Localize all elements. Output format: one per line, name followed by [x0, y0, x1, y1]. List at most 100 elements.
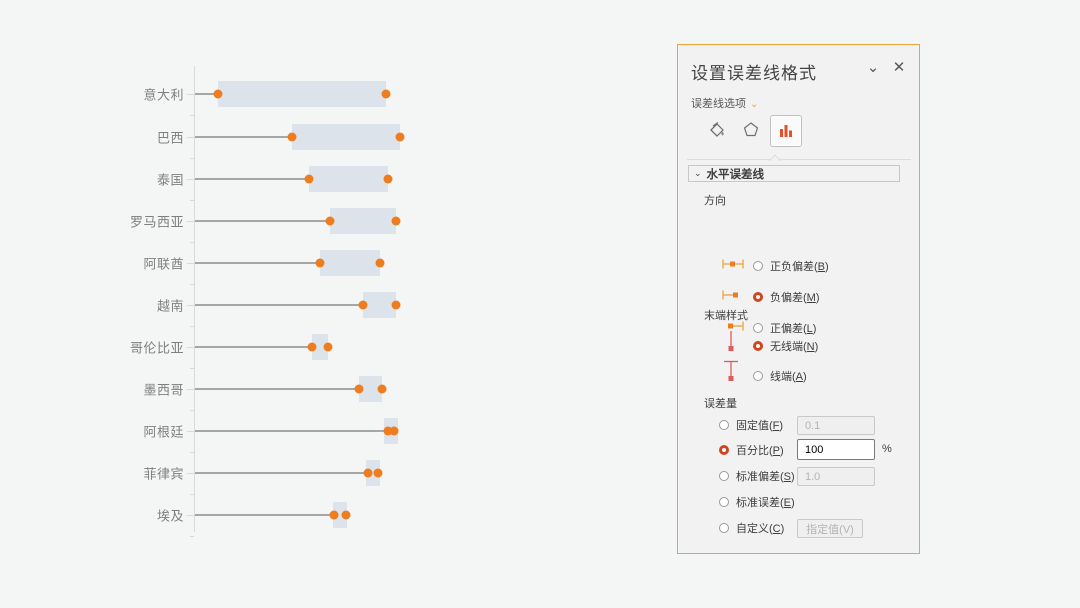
data-marker	[383, 174, 393, 184]
data-marker	[354, 384, 364, 394]
error-amount-option-stdev[interactable]: 标准偏差(S)	[719, 467, 795, 485]
end-style-group-label: 末端样式	[704, 310, 748, 322]
axis-tick	[187, 389, 194, 390]
error-bar-line	[195, 178, 309, 180]
section-header-label: 水平误差线	[706, 168, 765, 181]
data-marker	[383, 426, 393, 436]
value-axis-line	[194, 66, 195, 532]
direction-option-both[interactable]: 正负偏差(B)	[753, 257, 829, 275]
end-style-option-no-cap-label: 无线端(N)	[770, 341, 819, 353]
axis-tick	[187, 263, 194, 264]
category-label: 巴西	[156, 130, 184, 146]
range-bar	[312, 334, 328, 360]
error-amount-option-stderr[interactable]: 标准误差(E)	[719, 493, 795, 511]
section-header-horizontal-error-bars[interactable]: ⌄ 水平误差线	[688, 165, 900, 182]
error-bar-line	[195, 514, 334, 516]
error-bar-line	[195, 220, 330, 222]
radio-cap[interactable]	[753, 371, 763, 381]
data-marker	[373, 468, 383, 478]
direction-option-minus-label: 负偏差(M)	[770, 292, 820, 304]
error-bar-line	[195, 262, 320, 264]
radio-both[interactable]	[753, 261, 763, 271]
chevron-down-icon: ⌄	[694, 168, 702, 178]
data-marker	[325, 216, 335, 226]
range-bar	[292, 124, 400, 150]
error-amount-option-percent[interactable]: 百分比(P)	[719, 441, 784, 459]
category-label: 意大利	[143, 87, 184, 103]
range-bar	[218, 81, 386, 107]
category-label: 泰国	[156, 172, 184, 188]
direction-option-minus[interactable]: 负偏差(M)	[753, 288, 820, 306]
panel-tab-row	[688, 115, 908, 151]
category-label: 哥伦比亚	[129, 340, 184, 356]
options-icon[interactable]	[770, 115, 802, 147]
axis-tick	[187, 473, 194, 474]
axis-tick	[187, 137, 194, 138]
radio-stdev[interactable]	[719, 471, 729, 481]
axis-minor-tick	[190, 200, 194, 201]
data-marker	[307, 342, 317, 352]
data-marker	[391, 300, 401, 310]
axis-minor-tick	[190, 536, 194, 537]
close-icon[interactable]: ✕	[892, 59, 906, 76]
error-amount-option-fixed[interactable]: 固定值(F)	[719, 416, 783, 434]
category-label: 菲律宾	[143, 466, 184, 482]
end-style-option-cap[interactable]: 线端(A)	[753, 367, 807, 385]
axis-tick	[187, 347, 194, 348]
error-amount-option-custom-label: 自定义(C)	[736, 523, 785, 535]
error-amount-option-custom[interactable]: 自定义(C)	[719, 519, 784, 537]
range-bar	[320, 250, 380, 276]
data-marker	[304, 174, 314, 184]
end-style-option-no-cap[interactable]: 无线端(N)	[753, 337, 818, 355]
error-bar-chart: 意大利巴西泰国罗马西亚阿联酋越南哥伦比亚墨西哥阿根廷菲律宾埃及	[129, 0, 615, 608]
effects-icon[interactable]	[736, 115, 766, 145]
axis-tick	[187, 94, 194, 95]
panel-divider	[687, 159, 911, 160]
chevron-down-icon[interactable]: ⌄	[750, 99, 759, 110]
category-label: 越南	[156, 298, 184, 314]
end-no-cap-icon	[722, 329, 740, 353]
range-bar	[333, 502, 347, 528]
radio-stderr[interactable]	[719, 497, 729, 507]
category-label: 阿根廷	[143, 424, 184, 440]
axis-tick	[187, 305, 194, 306]
stdev-value-input[interactable]: 1.0	[797, 467, 875, 486]
data-marker	[363, 468, 373, 478]
radio-plus[interactable]	[753, 323, 763, 333]
axis-minor-tick	[190, 158, 194, 159]
category-label: 墨西哥	[143, 382, 184, 398]
data-marker	[381, 89, 391, 99]
category-label: 阿联酋	[143, 256, 184, 272]
data-marker	[287, 132, 297, 142]
range-bar	[366, 460, 380, 486]
panel-subhead[interactable]: 误差线选项⌄	[691, 95, 758, 111]
error-bar-line	[195, 346, 312, 348]
radio-minus[interactable]	[753, 292, 763, 302]
end-cap-icon	[722, 359, 740, 383]
error-bar-minus-icon	[720, 288, 746, 302]
error-amount-option-fixed-label: 固定值(F)	[736, 420, 784, 432]
fixed-value-input[interactable]: 0.1	[797, 416, 875, 435]
chevron-down-icon[interactable]: ⌄	[866, 59, 880, 76]
percent-value-input[interactable]: 100	[797, 439, 875, 460]
radio-custom[interactable]	[719, 523, 729, 533]
axis-minor-tick	[190, 452, 194, 453]
data-marker	[395, 132, 405, 142]
fill-line-icon[interactable]	[702, 115, 732, 145]
direction-option-plus[interactable]: 正偏差(L)	[753, 319, 816, 337]
data-marker	[389, 426, 399, 436]
plot-area	[195, 0, 615, 608]
radio-fixed[interactable]	[719, 420, 729, 430]
error-amount-option-stdev-label: 标准偏差(S)	[736, 471, 795, 483]
error-amount-option-stderr-label: 标准误差(E)	[736, 497, 795, 509]
radio-no-cap[interactable]	[753, 341, 763, 351]
axis-minor-tick	[190, 410, 194, 411]
custom-value-button[interactable]: 指定值(V)	[797, 519, 863, 538]
category-label: 罗马西亚	[129, 214, 184, 230]
range-bar	[309, 166, 388, 192]
error-bar-line	[195, 136, 292, 138]
range-bar	[363, 292, 396, 318]
error-bar-line	[195, 93, 218, 95]
format-error-bars-panel: 设置误差线格式 ⌄ ✕ 误差线选项⌄	[677, 44, 920, 554]
radio-percent[interactable]	[719, 445, 729, 455]
